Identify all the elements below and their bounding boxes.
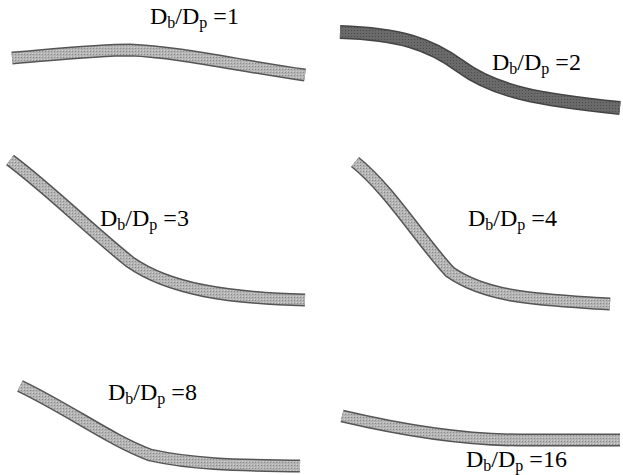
strip-2 bbox=[340, 32, 620, 108]
ratio-label: Db/Dp =16 bbox=[466, 445, 567, 473]
strip-1 bbox=[12, 50, 305, 75]
strip-3 bbox=[10, 160, 305, 300]
ratio-label: Db/Dp =4 bbox=[468, 204, 557, 232]
ratio-label: Db/Dp =2 bbox=[492, 48, 581, 76]
strip-16 bbox=[342, 416, 620, 440]
strip-8 bbox=[20, 386, 300, 466]
ratio-label: Db/Dp =1 bbox=[150, 2, 239, 30]
ratio-label: Db/Dp =3 bbox=[100, 204, 189, 232]
strip-4 bbox=[355, 162, 610, 304]
ratio-label: Db/Dp =8 bbox=[108, 378, 197, 406]
